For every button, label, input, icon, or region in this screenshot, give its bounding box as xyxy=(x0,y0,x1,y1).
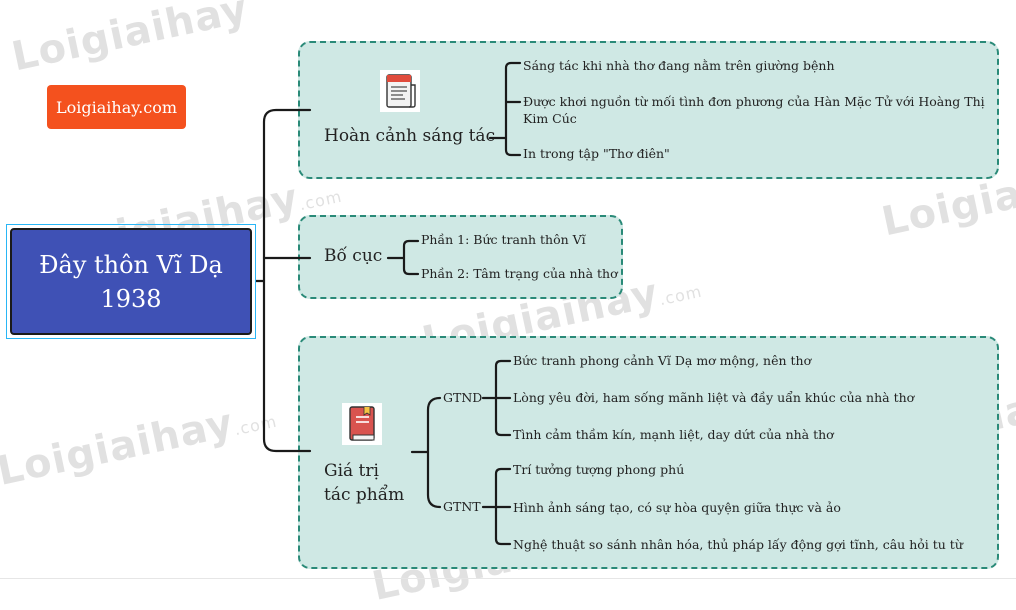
root-node[interactable]: Đây thôn Vĩ Dạ 1938 xyxy=(6,224,256,339)
sub-branch-gtnd[interactable]: GTND xyxy=(443,390,483,405)
list-item: Tình cảm thầm kín, mạnh liệt, day dứt củ… xyxy=(513,427,834,442)
root-node-box: Đây thôn Vĩ Dạ 1938 xyxy=(10,228,252,335)
branch-label-hoan-canh[interactable]: Hoàn cảnh sáng tác xyxy=(324,126,496,146)
list-item: Nghệ thuật so sánh nhân hóa, thủ pháp lấ… xyxy=(513,537,963,552)
branch-label-line: tác phẩm xyxy=(324,485,405,505)
list-item: Trí tưởng tượng phong phú xyxy=(513,462,685,477)
branch-label-line: Giá trị xyxy=(324,461,379,481)
watermark: Loigiaihay.com xyxy=(0,400,279,495)
newspaper-icon xyxy=(380,70,420,112)
list-item: In trong tập "Thơ điên" xyxy=(523,146,670,161)
list-item: Sáng tác khi nhà thơ đang nằm trên giườn… xyxy=(523,58,835,73)
list-item: Kim Cúc xyxy=(523,111,577,126)
book-icon xyxy=(342,403,382,445)
list-item: Được khơi nguồn từ mối tình đơn phương c… xyxy=(523,94,985,109)
brand-badge[interactable]: Loigiaihay.com xyxy=(47,85,186,129)
list-item: Phần 2: Tâm trạng của nhà thơ xyxy=(421,266,618,281)
root-year: 1938 xyxy=(100,284,162,313)
branch-label-bo-cuc[interactable]: Bố cục xyxy=(324,246,383,266)
branch-label-gia-tri[interactable]: Giá trị tác phẩm xyxy=(324,459,404,507)
divider xyxy=(0,578,1016,579)
sub-branch-gtnt[interactable]: GTNT xyxy=(443,499,481,514)
root-title: Đây thôn Vĩ Dạ xyxy=(39,250,223,279)
list-item: Phần 1: Bức tranh thôn Vĩ xyxy=(421,232,586,247)
list-item: Lòng yêu đời, ham sống mãnh liệt và đầy … xyxy=(513,390,915,405)
watermark: Loigiaihay xyxy=(7,0,253,81)
list-item: Hình ảnh sáng tạo, có sự hòa quyện giữa … xyxy=(513,500,841,515)
list-item: Bức tranh phong cảnh Vĩ Dạ mơ mộng, nên … xyxy=(513,353,812,368)
panel-bo-cuc xyxy=(298,215,623,299)
panel-gia-tri xyxy=(298,336,999,569)
